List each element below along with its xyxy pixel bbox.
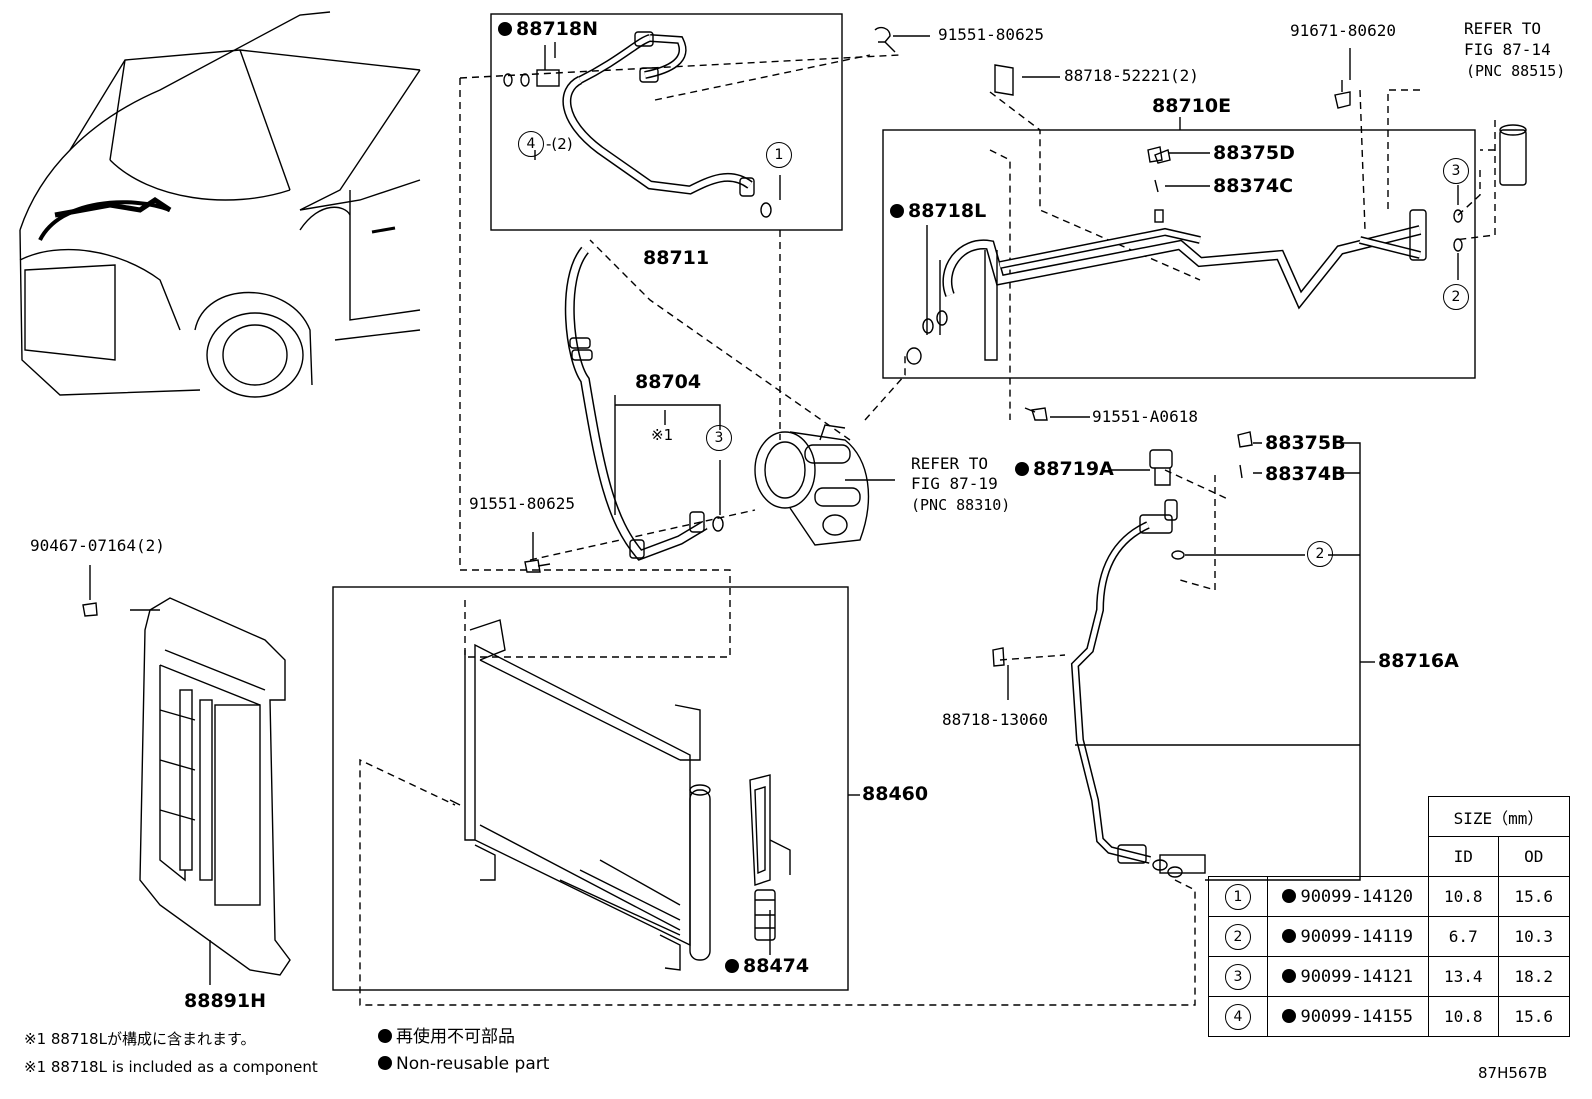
legend-en: Non-reusable part	[378, 1055, 549, 1073]
non-reusable-dot-icon	[890, 204, 904, 218]
row-number: 3	[1225, 963, 1251, 990]
id-header: ID	[1427, 836, 1499, 877]
callout-88374C: 88374C	[1213, 175, 1294, 197]
callout-91551-80625-top: 91551-80625	[938, 25, 1044, 44]
callout-91551-A0618: 91551-A0618	[1092, 407, 1198, 426]
callout-88704: 88704	[635, 371, 702, 393]
callout-88711: 88711	[643, 247, 710, 269]
od-value: 10.3	[1498, 916, 1570, 957]
non-reusable-dot-icon	[1015, 462, 1029, 476]
footnote-en: ※1 88718L is included as a component	[24, 1058, 318, 1076]
part-number: 90099-14155	[1300, 1006, 1414, 1027]
non-reusable-dot-icon	[1282, 888, 1297, 903]
part-number: 90099-14120	[1300, 886, 1414, 907]
od-value: 15.6	[1498, 876, 1570, 917]
callout-88710E: 88710E	[1152, 95, 1232, 117]
id-value: 13.4	[1427, 956, 1499, 997]
non-reusable-dot-icon	[378, 1029, 392, 1043]
part-number: 90099-14119	[1300, 926, 1414, 947]
non-reusable-dot-icon	[378, 1056, 392, 1070]
leader-lines	[359, 54, 1496, 1006]
callout-88719A: 88719A	[1015, 458, 1114, 480]
ref-circle-3: 3	[1443, 158, 1469, 184]
ref-circle-2: 2	[1443, 284, 1469, 310]
diagram-id: 87H567B	[1478, 1064, 1548, 1082]
qty-label: -(2)	[546, 135, 573, 153]
row-number: 4	[1225, 1003, 1251, 1030]
callout-88718-13060: 88718-13060	[942, 710, 1048, 729]
ref-circle-2: 2	[1307, 541, 1333, 567]
part-number: 90099-14121	[1300, 966, 1414, 987]
callout-88718N: 88718N	[498, 18, 598, 40]
non-reusable-dot-icon	[1282, 928, 1297, 943]
discharge-hose-detail	[503, 31, 772, 218]
id-value: 6.7	[1427, 916, 1499, 957]
pipe-detail-box	[882, 129, 1476, 379]
oring-size-table: SIZE（mm） ID OD 1 90099-14120 10.8 15.6 2…	[1208, 796, 1570, 1037]
callout-91551-80625-mid: 91551-80625	[469, 494, 575, 513]
non-reusable-dot-icon	[1282, 968, 1297, 983]
callout-90467-07164: 90467-07164(2)	[30, 536, 165, 555]
suction-hose-88711	[564, 246, 724, 561]
refer-87-14-line1: REFER TO	[1464, 19, 1542, 38]
id-value: 10.8	[1427, 996, 1499, 1037]
table-row: 3 90099-14121 13.4 18.2	[1208, 956, 1570, 997]
non-reusable-dot-icon	[498, 22, 512, 36]
ref-circle-3: 3	[706, 425, 732, 451]
callout-91671-80620: 91671-80620	[1290, 21, 1396, 40]
non-reusable-dot-icon	[1282, 1008, 1297, 1023]
od-value: 18.2	[1498, 956, 1570, 997]
ref-circle-4: 4	[518, 131, 544, 157]
suction-pipe-88710E	[906, 149, 1427, 365]
callout-88718L: 88718L	[890, 200, 986, 222]
row-number: 2	[1225, 923, 1251, 950]
refer-87-14-line2: FIG 87-14	[1464, 40, 1551, 59]
callout-88716A: 88716A	[1378, 650, 1459, 672]
side-cover-88891H	[130, 597, 291, 976]
od-header: OD	[1498, 836, 1570, 877]
refer-87-19-line3: (PNC 88310)	[911, 496, 1011, 514]
hose-detail-box	[490, 13, 843, 231]
callout-88891H: 88891H	[184, 990, 267, 1012]
footnote-jp: ※1 88718Lが構成に含まれます。	[24, 1030, 256, 1048]
refer-87-14-line3: (PNC 88515)	[1466, 62, 1566, 80]
callout-88375B: 88375B	[1265, 432, 1346, 454]
callout-88375D: 88375D	[1213, 142, 1295, 164]
condenser-detail-box	[332, 586, 849, 991]
row-number: 1	[1225, 883, 1251, 910]
od-value: 15.6	[1498, 996, 1570, 1037]
legend-jp: 再使用不可部品	[378, 1028, 515, 1046]
condenser-88460	[449, 619, 791, 971]
vehicle-illustration	[19, 11, 421, 398]
ref-circle-1: 1	[766, 142, 792, 168]
id-value: 10.8	[1427, 876, 1499, 917]
compressor	[754, 424, 870, 546]
callout-88718-52221: 88718-52221(2)	[1064, 66, 1199, 85]
small-fasteners	[82, 26, 1351, 667]
table-row: 4 90099-14155 10.8 15.6	[1208, 996, 1570, 1037]
callout-88474: 88474	[725, 955, 809, 977]
refer-87-19-line2: FIG 87-19	[911, 474, 998, 493]
liquid-pipe-88716A	[1070, 449, 1206, 878]
callout-88374B: 88374B	[1265, 463, 1346, 485]
non-reusable-dot-icon	[725, 959, 739, 973]
table-row: 2 90099-14119 6.7 10.3	[1208, 916, 1570, 957]
expansion-valve	[1453, 124, 1527, 252]
callout-mark1: ※1	[651, 426, 674, 444]
refer-87-19-line1: REFER TO	[911, 454, 989, 473]
size-header: SIZE（mm）	[1427, 796, 1570, 837]
table-row: 1 90099-14120 10.8 15.6	[1208, 876, 1570, 917]
callout-88460: 88460	[862, 783, 929, 805]
